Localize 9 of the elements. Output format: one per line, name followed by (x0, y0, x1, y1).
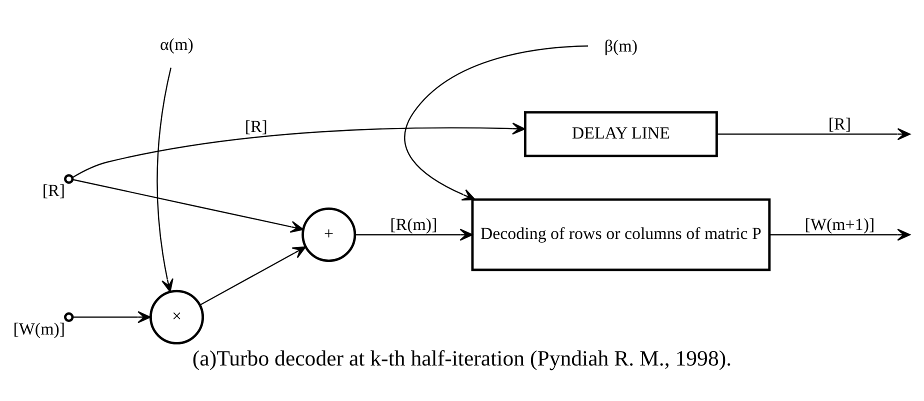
caption: (a)Turbo decoder at k-th half-iteration (Pyndiah R. M., 1998). (192, 346, 732, 371)
edge-label: [R] (244, 116, 268, 136)
node-label: [W(m)] (13, 319, 66, 338)
node-label: [R] (42, 181, 66, 200)
edge-label: [R(m)] (390, 215, 438, 234)
node-text: β(m) (604, 36, 638, 56)
edge-label: [R] (828, 114, 852, 134)
edge-label: [W(m+1)] (804, 215, 875, 234)
node-text: α(m) (160, 35, 194, 54)
